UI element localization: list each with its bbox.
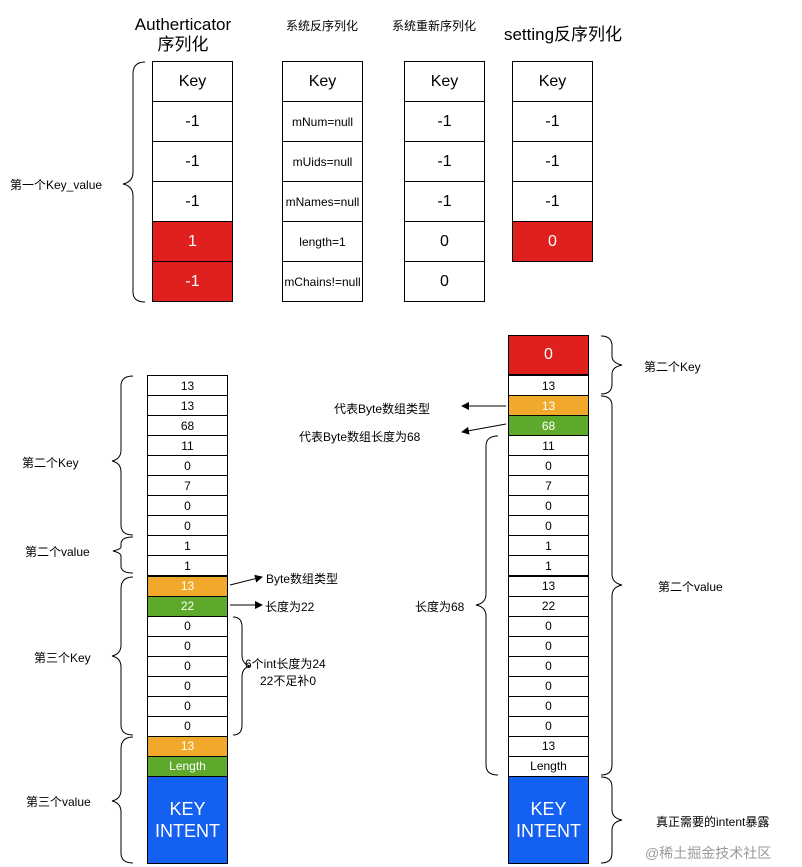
- label-left-third-key: 第三个Key: [34, 651, 91, 665]
- left-key-intent-line1: KEY: [169, 799, 206, 819]
- table-2-cell-3: -1: [404, 181, 485, 222]
- right-column-cell-18: 13: [508, 735, 589, 757]
- brace-right-intent: [600, 776, 623, 864]
- label-right-second-key: 第二个Key: [644, 360, 701, 374]
- table-1-cell-1: mNum=null: [282, 101, 363, 142]
- left-key-intent-block: KEY INTENT: [147, 776, 228, 864]
- label-int-note-1: 6个int长度为24: [245, 657, 326, 671]
- label-left-third-value: 第三个value: [26, 795, 91, 809]
- watermark: @稀土掘金技术社区: [645, 845, 772, 861]
- brace-length-68: [475, 435, 499, 776]
- left-column-cell-11: 22: [147, 595, 228, 617]
- label-first-key-value: 第一个Key_value: [10, 178, 103, 192]
- table-0-cell-5: -1: [152, 261, 233, 302]
- table-0-cell-0: Key: [152, 61, 233, 102]
- arrow-byte-length-68: [461, 423, 507, 435]
- brace-left-second-value: [112, 536, 134, 574]
- table-2-cell-0: Key: [404, 61, 485, 102]
- label-left-second-value: 第二个value: [25, 545, 90, 559]
- table-3-cell-0: Key: [512, 61, 593, 102]
- table-1-cell-2: mUids=null: [282, 141, 363, 182]
- arrow-byte-type-left: [229, 574, 263, 586]
- right-column-cell-11: 22: [508, 595, 589, 617]
- label-byte-array-type: Byte数组类型: [266, 572, 339, 586]
- label-length-22: 长度为22: [265, 600, 315, 614]
- brace-right-second-key: [600, 335, 623, 395]
- table-3-cell-1: -1: [512, 101, 593, 142]
- table-header-setting-deserialize: setting反序列化: [503, 25, 623, 44]
- table-header-authenticator: Autherticator 序列化: [134, 15, 232, 54]
- brace-left-third-value: [111, 736, 134, 864]
- brace-left-third-key: [111, 576, 134, 736]
- table-2-cell-4: 0: [404, 221, 485, 262]
- right-top-red-cell: 0: [508, 335, 589, 375]
- left-column-cell-1: 13: [147, 395, 228, 417]
- left-key-intent-line2: INTENT: [155, 821, 220, 841]
- table-3-cell-4: 0: [512, 221, 593, 262]
- table-header-system-reserialize: 系统重新序列化: [391, 19, 476, 33]
- brace-int-note: [232, 616, 251, 736]
- right-key-intent-block: KEY INTENT: [508, 776, 589, 864]
- label-byte-array-length-68: 代表Byte数组长度为68: [299, 430, 421, 444]
- label-byte-array-type-right: 代表Byte数组类型: [334, 402, 431, 416]
- brace-first-key-value: [122, 61, 146, 303]
- brace-right-second-value: [600, 395, 623, 776]
- table-0-cell-4: 1: [152, 221, 233, 262]
- table-3-cell-3: -1: [512, 181, 593, 222]
- right-key-intent-line2: INTENT: [516, 821, 581, 841]
- label-intent-exposed: 真正需要的intent暴露: [656, 815, 770, 829]
- table-header-system-deserialize: 系统反序列化: [285, 19, 358, 33]
- brace-left-second-key: [111, 375, 134, 536]
- table-1-cell-4: length=1: [282, 221, 363, 262]
- label-right-second-value: 第二个value: [658, 580, 723, 594]
- table-3-cell-2: -1: [512, 141, 593, 182]
- label-left-second-key: 第二个Key: [22, 456, 79, 470]
- label-length-68: 长度为68: [415, 600, 465, 614]
- table-1-cell-5: mChains!=null: [282, 261, 363, 302]
- label-int-note-2: 22不足补0: [260, 674, 317, 688]
- table-2-cell-5: 0: [404, 261, 485, 302]
- right-key-intent-line1: KEY: [530, 799, 567, 819]
